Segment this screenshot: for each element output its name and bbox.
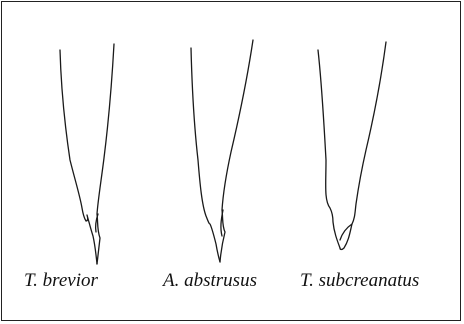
spicule-drawing-a-abstrusus — [191, 40, 253, 262]
spicule-drawing-t-subcreanatus — [318, 42, 386, 250]
spicule-left-contour-3 — [318, 50, 340, 248]
spicule-right-contour-1 — [97, 44, 114, 264]
specimen-label-a-abstrusus: A. abstrusus — [163, 270, 257, 292]
spicule-right-contour-2 — [220, 40, 253, 262]
spicule-left-contour-1 — [60, 50, 97, 264]
spicule-drawing-t-brevior — [60, 44, 114, 264]
specimen-label-t-subcreanatus: T. subcreanatus — [300, 270, 419, 292]
specimen-label-t-brevior: T. brevior — [24, 270, 98, 292]
spicule-right-contour-3 — [340, 42, 386, 250]
spicule-left-contour-2 — [191, 48, 220, 262]
